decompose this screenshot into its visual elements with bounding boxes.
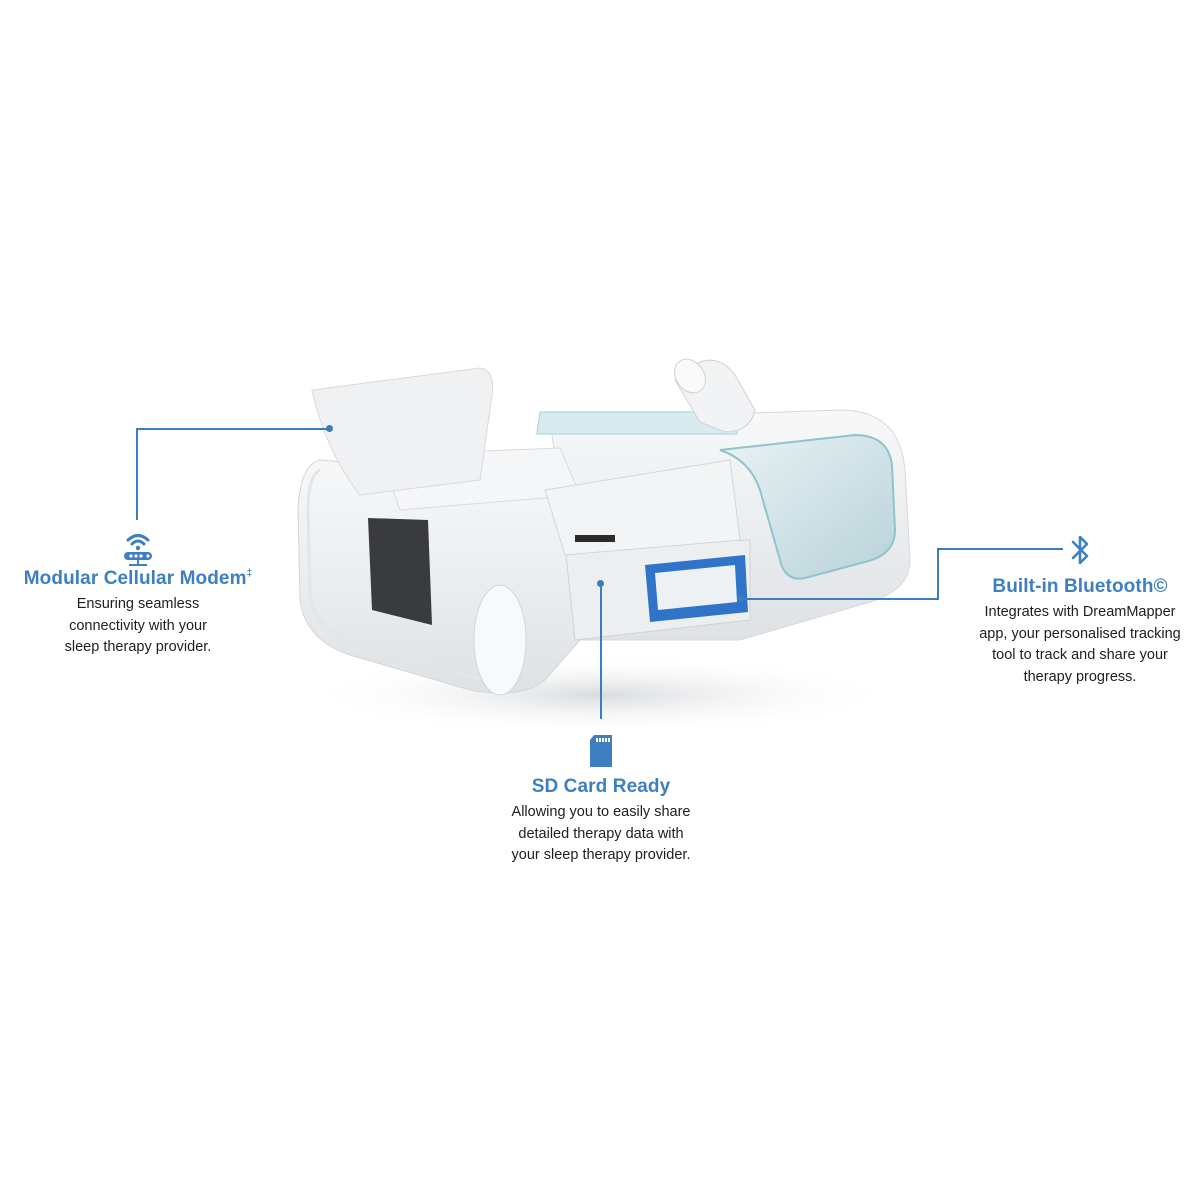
bluetooth-connector-vertical: [937, 548, 939, 600]
feature-title: Built-in Bluetooth©: [992, 576, 1168, 597]
sd-card-icon: [470, 734, 732, 772]
feature-built-in-bluetooth: Built-in Bluetooth© Integrates with Drea…: [960, 532, 1200, 688]
sdcard-connector-vertical: [600, 583, 602, 719]
bluetooth-connector-horizontal-low: [740, 598, 939, 600]
feature-description: Ensuring seamless connectivity with your…: [64, 596, 212, 655]
feature-title: Modular Cellular Modem‡: [23, 568, 253, 589]
feature-sd-card-ready: SD Card Ready Allowing you to easily sha…: [470, 734, 732, 867]
modem-connector-vertical: [136, 428, 138, 520]
modem-connector-dot: [326, 425, 333, 432]
feature-description: Allowing you to easily share detailed th…: [511, 804, 691, 863]
feature-modular-cellular-modem: Modular Cellular Modem‡ Ensuring seamles…: [0, 528, 276, 659]
cpap-device-image: [280, 340, 920, 740]
feature-description: Integrates with DreamMapper app, your pe…: [979, 604, 1181, 685]
cellular-modem-icon: [0, 528, 276, 568]
modem-connector-horizontal: [136, 428, 330, 430]
feature-title: SD Card Ready: [531, 776, 671, 797]
bluetooth-connector-horizontal-high: [937, 548, 1063, 550]
bluetooth-icon: [960, 532, 1200, 568]
